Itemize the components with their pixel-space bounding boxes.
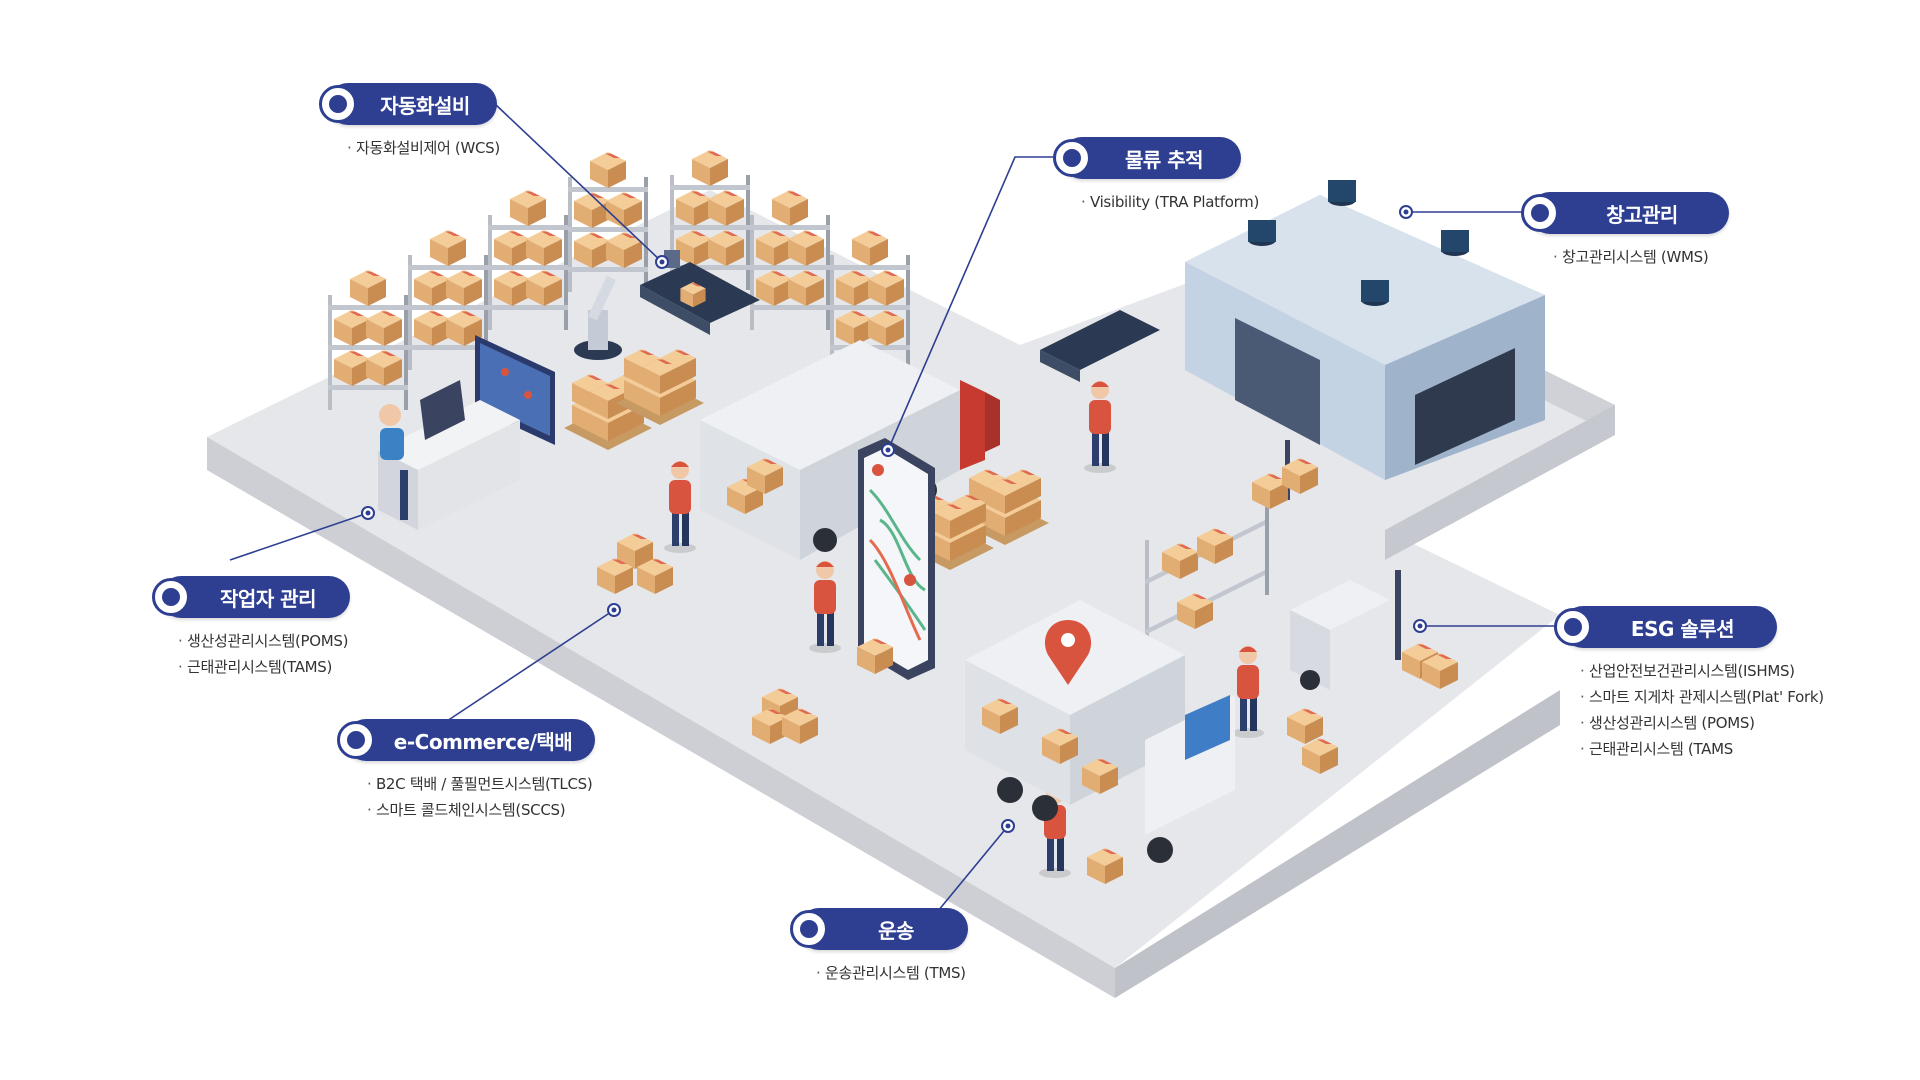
warehouse-button[interactable]: 창고관리 [1521, 192, 1729, 234]
ecommerce-title: e-Commerce/택배 [393, 729, 573, 754]
bullet-icon [1554, 608, 1592, 646]
bullet-icon [152, 578, 190, 616]
tracking-title: 물류 추적 [1124, 147, 1204, 172]
transport-button[interactable]: 운송 [790, 908, 968, 950]
automation-title: 자동화설비 [380, 93, 470, 118]
worker-systems-list: 생산성관리시스템(POMS) 근태관리시스템(TAMS) [178, 628, 349, 680]
esg-button[interactable]: ESG 솔루션 [1554, 606, 1777, 648]
tracking-button[interactable]: 물류 추적 [1053, 137, 1241, 179]
list-item: 생산성관리시스템 (POMS) [1580, 710, 1824, 736]
list-item: 근태관리시스템(TAMS) [178, 654, 348, 680]
transport-systems-list: 운송관리시스템 (TMS) [816, 960, 966, 986]
bullet-icon [337, 721, 375, 759]
ecommerce-button[interactable]: e-Commerce/택배 [337, 719, 595, 761]
warehouse-systems-list: 창고관리시스템 (WMS) [1553, 244, 1709, 270]
list-item: 창고관리시스템 (WMS) [1553, 244, 1709, 270]
ecommerce-systems-list: B2C 택배 / 풀필먼트시스템(TLCS) 스마트 콜드체인시스템(SCCS) [367, 771, 593, 823]
list-item: 근태관리시스템 (TAMS [1580, 736, 1824, 762]
tracking-systems-list: Visibility (TRA Platform) [1081, 189, 1259, 215]
list-item: B2C 택배 / 풀필먼트시스템(TLCS) [367, 771, 593, 797]
worker-title: 작업자 관리 [220, 586, 316, 611]
automation-button[interactable]: 자동화설비 [319, 83, 497, 125]
transport-title: 운송 [878, 918, 914, 943]
esg-systems-list: 산업안전보건관리시스템(ISHMS) 스마트 지게차 관제시스템(Plat' F… [1580, 658, 1824, 762]
list-item: Visibility (TRA Platform) [1081, 189, 1259, 215]
list-item: 자동화설비제어 (WCS) [347, 135, 500, 161]
automation-systems-list: 자동화설비제어 (WCS) [347, 135, 500, 161]
worker-button[interactable]: 작업자 관리 [152, 576, 350, 618]
list-item: 운송관리시스템 (TMS) [816, 960, 966, 986]
bullet-icon [319, 85, 357, 123]
esg-title: ESG 솔루션 [1630, 616, 1735, 641]
list-item: 스마트 콜드체인시스템(SCCS) [367, 797, 592, 823]
list-item: 스마트 지게차 관제시스템(Plat' Fork) [1580, 684, 1824, 710]
bullet-icon [790, 910, 828, 948]
bullet-icon [1521, 194, 1559, 232]
warehouse-title: 창고관리 [1606, 202, 1678, 227]
list-item: 생산성관리시스템(POMS) [178, 628, 349, 654]
list-item: 산업안전보건관리시스템(ISHMS) [1580, 658, 1824, 684]
bullet-icon [1053, 139, 1091, 177]
